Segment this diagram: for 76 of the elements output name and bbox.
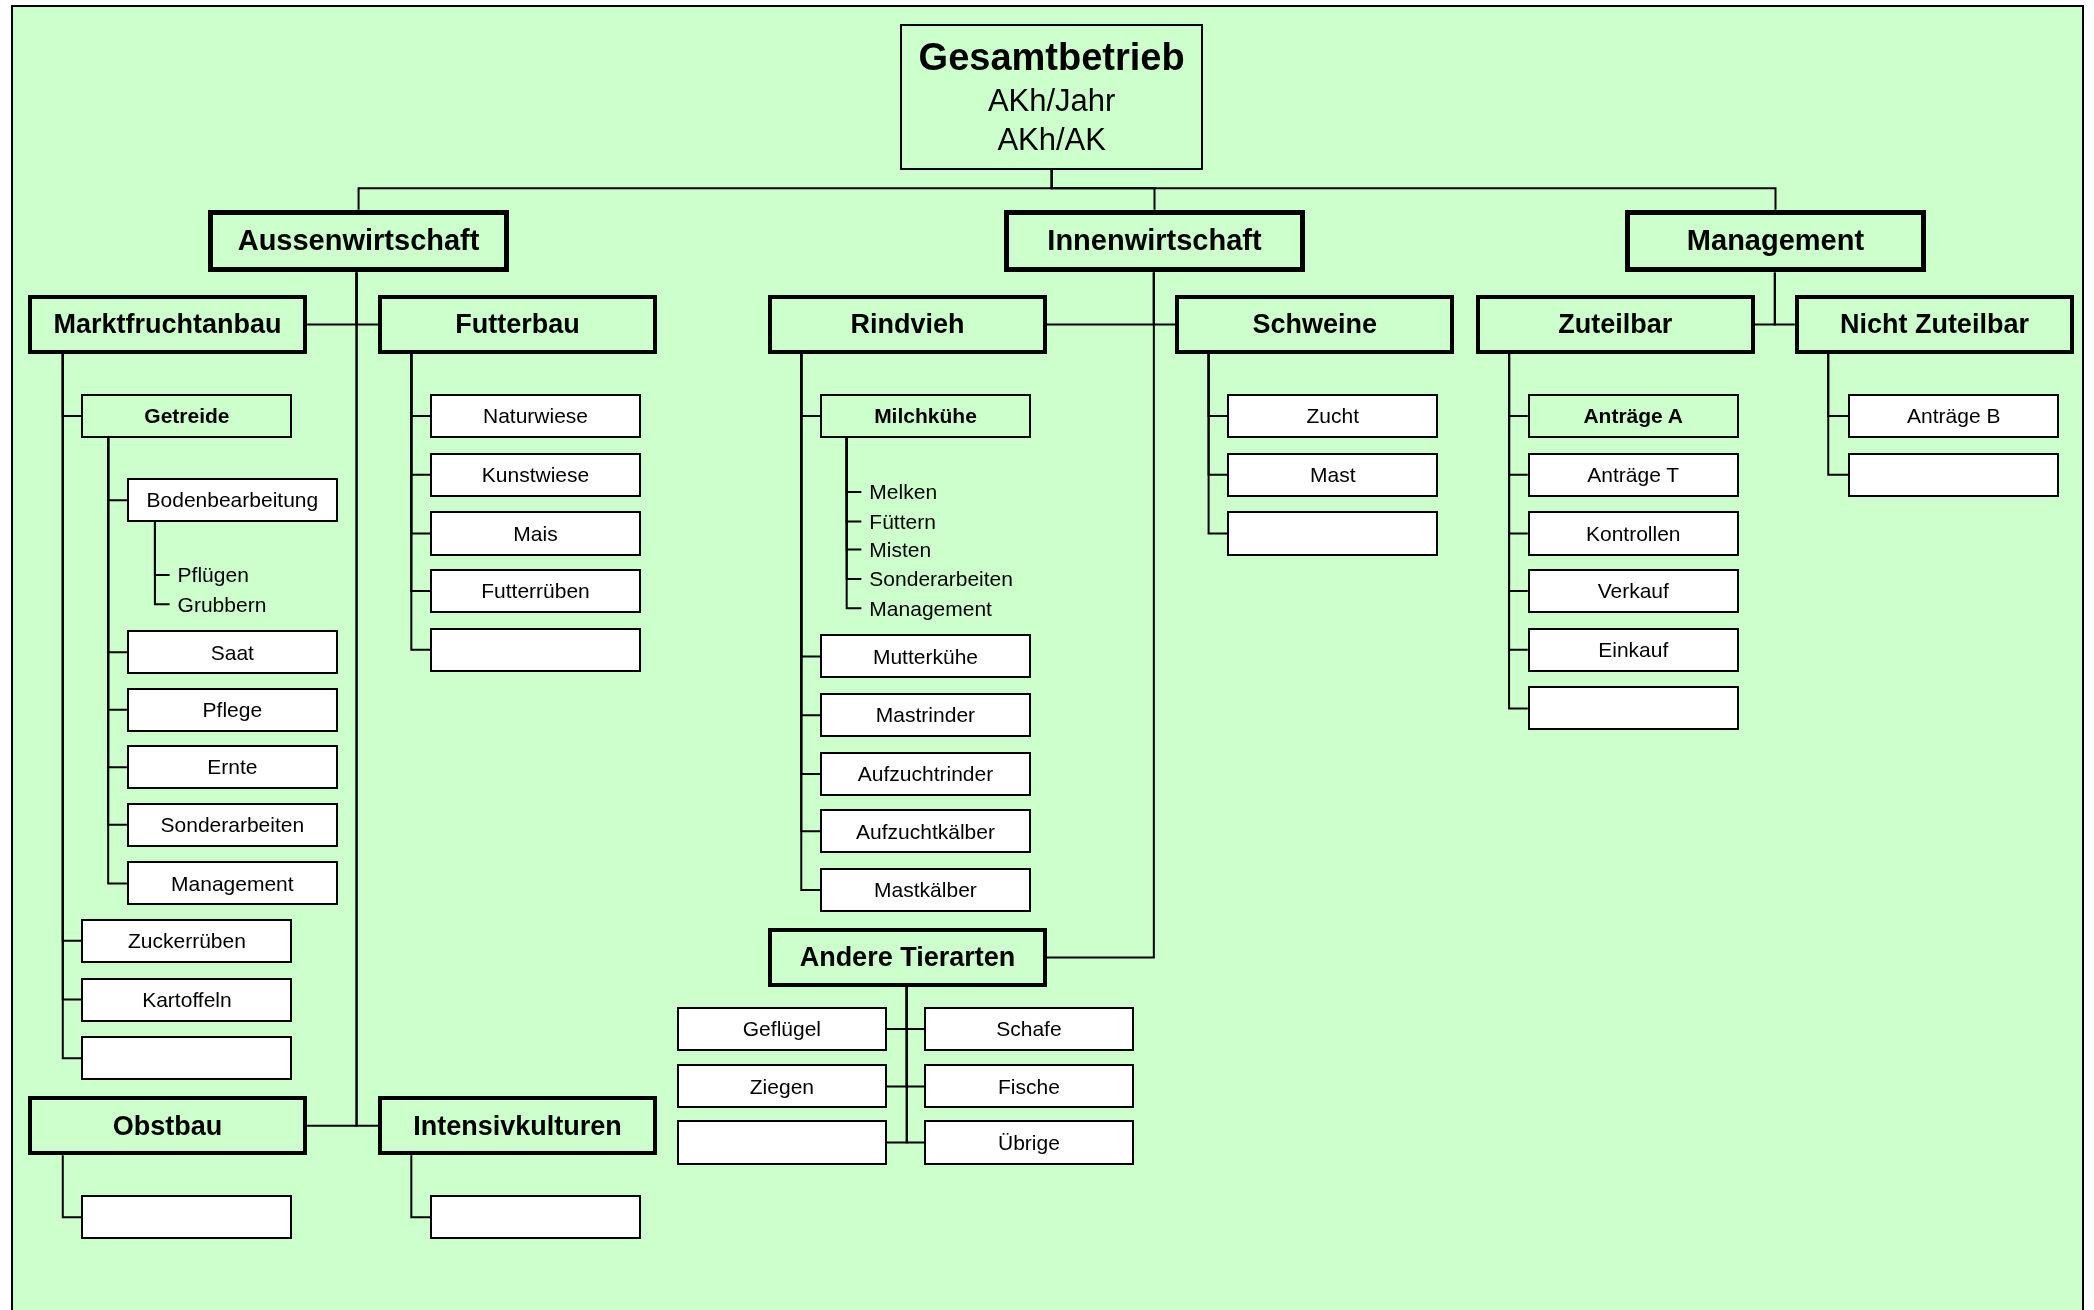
item-box: Aufzuchtrinder (819, 751, 1031, 796)
group-box: Marktfruchtanbau (28, 295, 308, 354)
item-box: Verkauf (1527, 568, 1739, 613)
list-item-text: Sonderarbeiten (861, 564, 1049, 593)
empty-box (1527, 686, 1739, 731)
empty-box (81, 1036, 293, 1081)
connector-line (1508, 352, 1529, 710)
category-box: Innenwirtschaft (1004, 209, 1305, 273)
connector-line (153, 521, 171, 606)
item-box: Einkauf (1527, 627, 1739, 672)
item-box: Getreide (81, 393, 293, 438)
group-box: Futterbau (377, 295, 658, 354)
connector-line (355, 271, 379, 1127)
connector-line (410, 352, 431, 651)
list-item-text: Misten (861, 535, 1049, 564)
item-box: Anträge A (1527, 393, 1739, 438)
item-box: Kunstwiese (430, 452, 641, 497)
item-box: Naturwiese (430, 393, 641, 438)
group-box: Zuteilbar (1475, 295, 1755, 354)
item-box: Schafe (924, 1006, 1134, 1051)
item-box: Mais (430, 511, 641, 556)
item-box: Zuckerrüben (81, 918, 293, 963)
empty-box (430, 1195, 641, 1240)
item-box: Saat (126, 630, 338, 675)
list-item-text: Melken (861, 478, 1049, 507)
root-box (900, 24, 1204, 170)
connector-line (1773, 271, 1796, 326)
item-box: Übrige (924, 1120, 1134, 1165)
connector-line (410, 1154, 431, 1219)
item-box: Mastkälber (819, 868, 1031, 913)
group-box: Schweine (1175, 295, 1455, 354)
item-box: Mastrinder (819, 693, 1031, 738)
item-box: Anträge T (1527, 452, 1739, 497)
group-box: Intensivkulturen (377, 1096, 658, 1156)
unit-text: AKh/AK (997, 120, 1106, 159)
item-box: Kontrollen (1527, 511, 1739, 556)
empty-box (677, 1120, 887, 1165)
empty-box (1848, 452, 2060, 497)
list-item-text: Management (861, 594, 1049, 623)
list-item-text: Grubbern (169, 590, 317, 619)
empty-box (81, 1195, 293, 1240)
item-box: Bodenbearbeitung (126, 478, 338, 523)
title-text: Gesamtbetrieb (918, 35, 1185, 81)
connector-line (61, 1154, 83, 1219)
connector-line (1827, 352, 1850, 476)
item-box: Ernte (126, 745, 338, 790)
item-box: Zucht (1227, 393, 1439, 438)
item-box: Mast (1227, 452, 1439, 497)
connector-line (1046, 271, 1155, 959)
group-box: Rindvieh (767, 295, 1047, 354)
item-box: Anträge B (1848, 393, 2060, 438)
list-item-text: Pflügen (169, 560, 317, 589)
item-box: Sonderarbeiten (126, 802, 338, 847)
group-box: Andere Tierarten (767, 928, 1047, 987)
connector-line (1207, 352, 1229, 535)
category-box: Management (1625, 209, 1926, 273)
item-box: Futterrüben (430, 568, 641, 613)
empty-box (1227, 511, 1439, 556)
empty-box (430, 627, 641, 672)
item-box: Geflügel (677, 1006, 887, 1051)
group-box: Obstbau (28, 1096, 308, 1156)
item-box: Management (126, 861, 338, 906)
item-box: Aufzuchtkälber (819, 809, 1031, 854)
item-box: Ziegen (677, 1064, 887, 1109)
item-box: Fische (924, 1064, 1134, 1109)
item-box: Kartoffeln (81, 977, 293, 1022)
item-box: Mutterkühe (819, 634, 1031, 679)
group-box: Nicht Zuteilbar (1794, 295, 2074, 354)
item-box: Pflege (126, 687, 338, 732)
connector-line (905, 985, 926, 1144)
connector-line (845, 437, 863, 610)
list-item-text: Füttern (861, 507, 1049, 536)
unit-text: AKh/Jahr (987, 81, 1116, 120)
item-box: Milchkühe (819, 393, 1031, 438)
connector-line (1050, 168, 1777, 211)
category-box: Aussenwirtschaft (208, 209, 509, 273)
